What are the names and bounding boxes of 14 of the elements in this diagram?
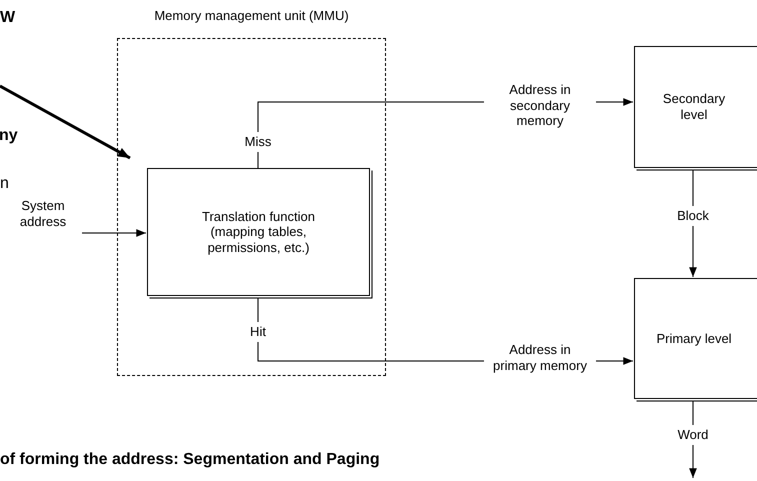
cut-text: W xyxy=(0,8,16,28)
process-box xyxy=(634,278,757,399)
box-text: Primary level xyxy=(655,330,733,346)
box-text: Translation function (mapping tables, permissions, etc.) xyxy=(201,208,316,256)
box-text: Secondary level xyxy=(662,91,726,123)
group-heading: Memory management unit (MMU) xyxy=(153,8,350,24)
label-text: System address xyxy=(18,198,68,230)
process-box xyxy=(634,46,757,168)
cut-text: n xyxy=(0,174,9,194)
cut-text: ny xyxy=(0,126,18,146)
arrow xyxy=(0,84,131,160)
arrow xyxy=(82,229,146,237)
process-box xyxy=(147,168,370,296)
cut-text: of forming the address: Segmentation and Paging xyxy=(0,450,380,470)
